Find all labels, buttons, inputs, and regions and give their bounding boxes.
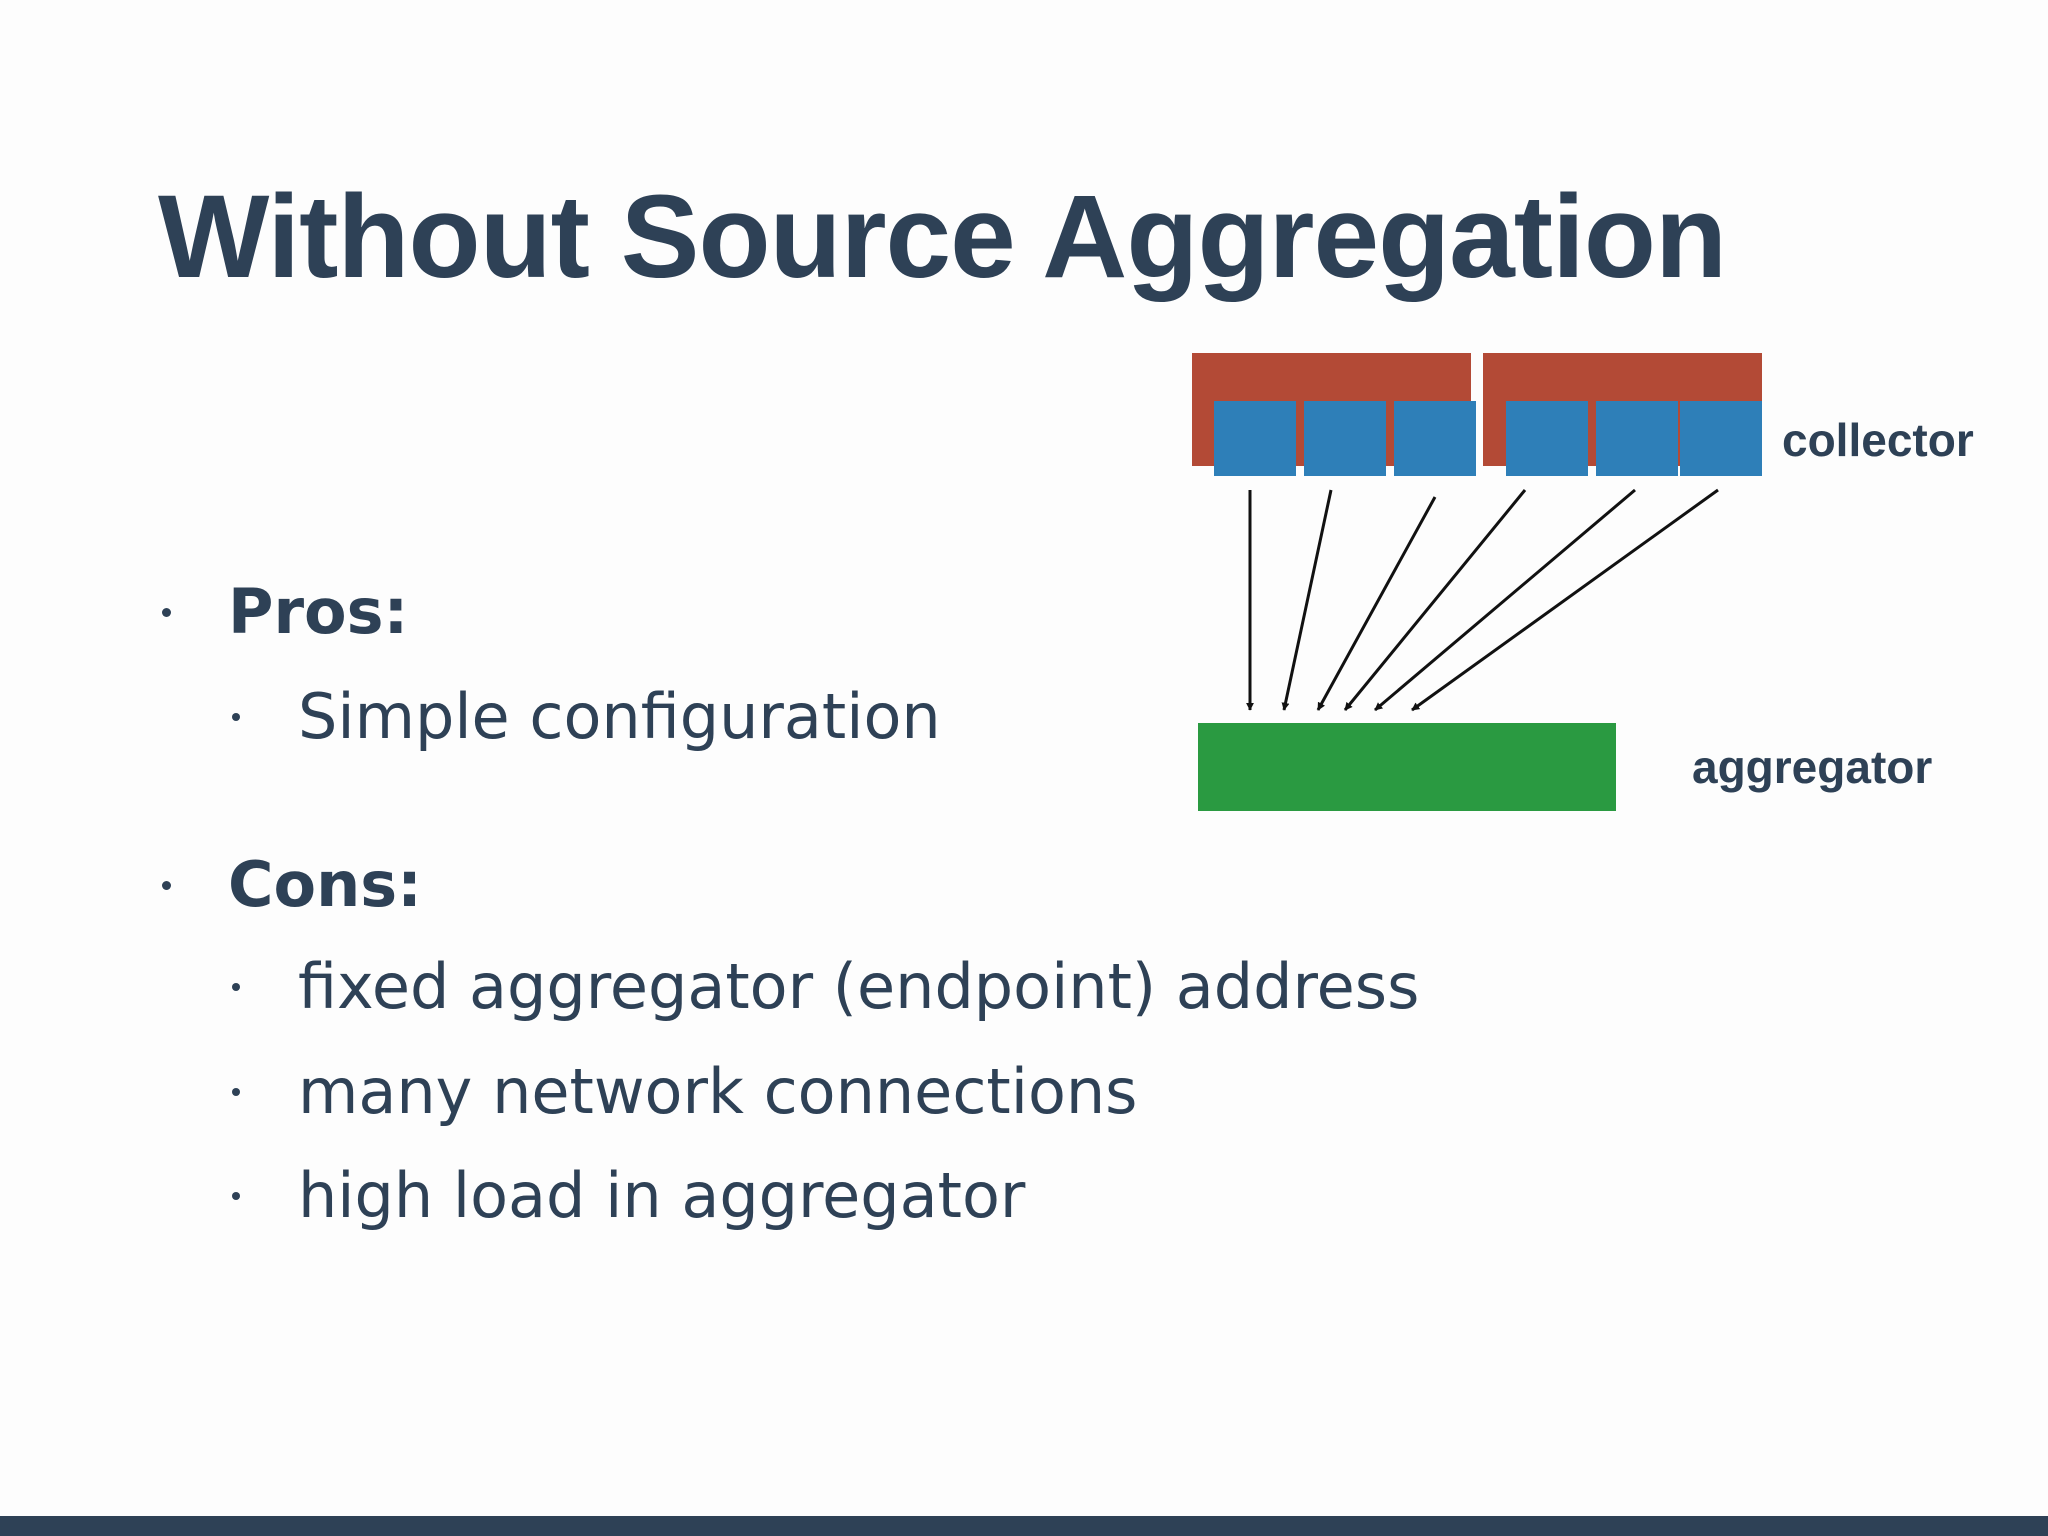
cons-item: many network connections <box>232 1052 1138 1132</box>
bullet-dot <box>232 1088 240 1096</box>
bullet-dot <box>232 713 240 721</box>
bullet-dot <box>232 983 240 991</box>
pros-heading: Pros: <box>162 572 409 652</box>
connection-arrow <box>1316 496 1437 711</box>
connection-arrow <box>1411 488 1719 712</box>
collector-process-box <box>1506 401 1588 476</box>
pros-item-text: Simple configuration <box>298 680 941 753</box>
cons-item: high load in aggregator <box>232 1156 1026 1236</box>
cons-heading-text: Cons: <box>228 848 422 921</box>
cons-item: fixed aggregator (endpoint) address <box>232 947 1420 1027</box>
cons-item-text: high load in aggregator <box>298 1159 1026 1232</box>
collector-process-box <box>1680 401 1762 476</box>
collector-label: collector <box>1782 414 1974 466</box>
slide-title: Without Source Aggregation <box>158 171 1727 303</box>
cons-item-text: fixed aggregator (endpoint) address <box>298 950 1420 1023</box>
bullet-dot <box>162 608 171 617</box>
aggregator-label: aggregator <box>1692 741 1933 793</box>
collector-process-box <box>1596 401 1678 476</box>
cons-item-text: many network connections <box>298 1055 1138 1128</box>
collector-process-box <box>1304 401 1386 476</box>
connection-arrow <box>1281 489 1333 711</box>
pros-item: Simple configuration <box>232 677 941 757</box>
connection-arrow <box>1374 488 1636 712</box>
bullet-dot <box>232 1192 240 1200</box>
pros-heading-text: Pros: <box>228 575 409 648</box>
connection-arrow <box>1343 489 1527 711</box>
collector-process-box <box>1394 401 1476 476</box>
aggregator-box <box>1198 723 1616 811</box>
cons-heading: Cons: <box>162 845 422 925</box>
footer-bar <box>0 1516 2048 1536</box>
collector-process-box <box>1214 401 1296 476</box>
bullet-dot <box>162 881 171 890</box>
